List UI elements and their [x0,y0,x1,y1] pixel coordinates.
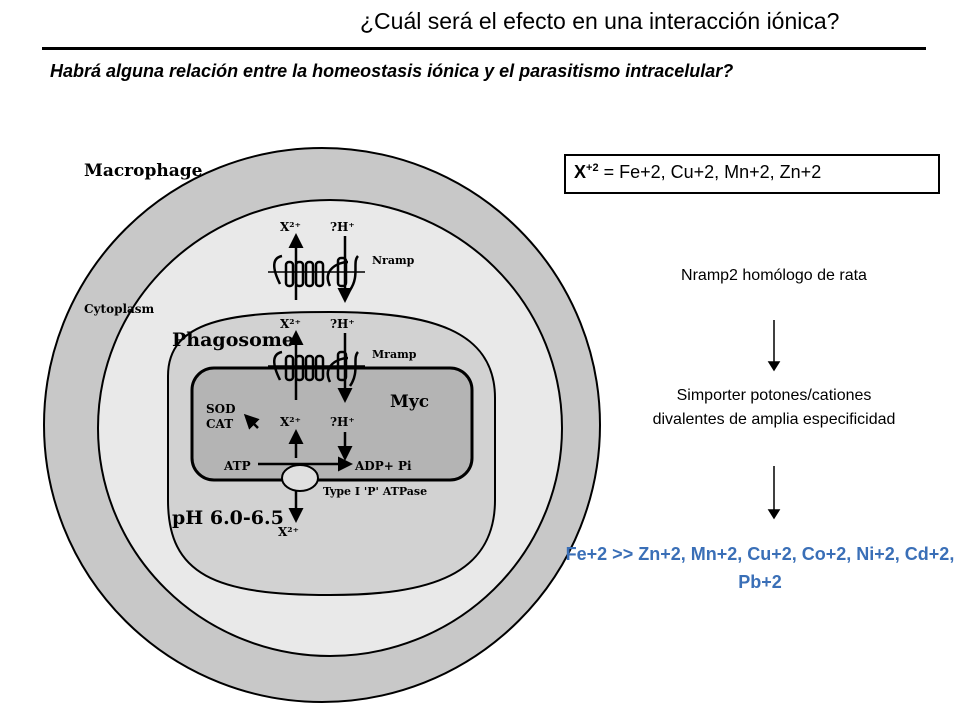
atpase-label: Type I 'P' ATPase [323,485,427,498]
formula-symbol: X [574,162,587,182]
proton-label-myc: ?H⁺ [330,415,355,429]
mycobacterium-body [190,366,474,482]
proton-label-phagosome: ?H⁺ [330,317,355,331]
phagosome-label: Phagosome [172,329,294,351]
cation-selectivity: Fe+2 >> Zn+2, Mn+2, Cu+2, Co+2, Ni+2, Cd… [565,544,955,592]
macrophage-label: Macrophage [84,161,203,181]
atp-label: ATP [223,459,251,473]
sod-label: SOD [206,402,236,416]
proton-label-outer: ?H⁺ [330,220,355,234]
formula-cations: = Fe+2, Cu+2, Mn+2, Zn+2 [598,162,822,182]
ion-label-phagosome: X²⁺ [280,317,301,331]
ph-label: pH 6.0-6.5 [172,507,284,529]
mramp-label: Mramp [372,348,417,361]
cat-label: CAT [206,417,233,431]
slide-title: ¿Cuál será el efecto en una interacción … [360,8,840,34]
myc-label: Myc [390,392,429,412]
cation-formula-box: X+2 = Fe+2, Cu+2, Mn+2, Zn+2 [564,154,940,194]
nramp-transporter [268,254,365,291]
mramp-transporter [268,350,365,387]
flow-arrows [767,320,781,520]
nramp2-note: Nramp2 homólogo de rata [681,267,867,284]
ion-label-bottom: X²⁺ [278,525,299,539]
simporter-note: Simporter potones/cationes divalentes de… [652,387,896,428]
formula-superscript: +2 [586,162,599,174]
slide-question: Habrá alguna relación entre la homeostas… [50,61,734,81]
sod-cat-arrow [243,413,260,430]
ion-label-myc: X²⁺ [280,415,301,429]
adp-label: ADP+ Pi [354,459,412,473]
title-divider [42,47,926,50]
atpase-pump [281,464,319,492]
ion-label-outer: X²⁺ [280,220,301,234]
nramp-label: Nramp [372,254,415,267]
cytoplasm-label: Cytoplasm [84,302,155,316]
